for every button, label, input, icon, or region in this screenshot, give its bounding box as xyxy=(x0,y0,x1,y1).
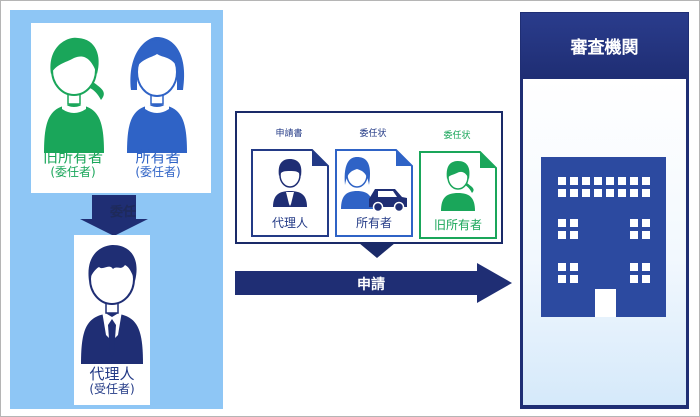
building-door xyxy=(595,289,616,317)
doc-holder-owner: 所有者 xyxy=(355,216,392,230)
former-owner-name: 旧所有者 xyxy=(42,148,103,166)
delegation-label: 委任 xyxy=(109,205,136,220)
owner-name: 所有者 xyxy=(135,148,181,166)
agent-label: 代理人 (受任者) xyxy=(74,365,150,397)
doc-title-owner-poa: 委任状 xyxy=(359,129,387,139)
bundle-pointer xyxy=(359,243,395,258)
agent-role: (受任者) xyxy=(89,382,135,397)
application-document-icon xyxy=(251,149,329,237)
authority-title: 審査機関 xyxy=(521,13,688,77)
agent-icon xyxy=(81,245,143,364)
delegation-arrow xyxy=(80,195,148,236)
agent-name: 代理人 xyxy=(89,365,135,383)
former-owner-role: (委任者) xyxy=(50,165,96,180)
doc-holder-former-owner: 旧所有者 xyxy=(433,218,482,232)
owner-label: 所有者 (委任者) xyxy=(111,148,205,180)
former-owner-poa-document-icon xyxy=(419,151,497,239)
doc-title-former-owner-poa: 委任状 xyxy=(443,131,471,141)
former-owner-icon xyxy=(44,37,104,153)
owner-role: (委任者) xyxy=(135,165,181,180)
owner-poa-document-icon xyxy=(335,149,413,237)
application-arrow xyxy=(235,263,512,303)
former-owner-label: 旧所有者 (委任者) xyxy=(27,148,119,180)
application-label: 申請 xyxy=(357,277,385,293)
doc-holder-agent: 代理人 xyxy=(271,216,308,230)
owner-icon xyxy=(127,37,187,153)
doc-title-application: 申請書 xyxy=(275,129,303,139)
